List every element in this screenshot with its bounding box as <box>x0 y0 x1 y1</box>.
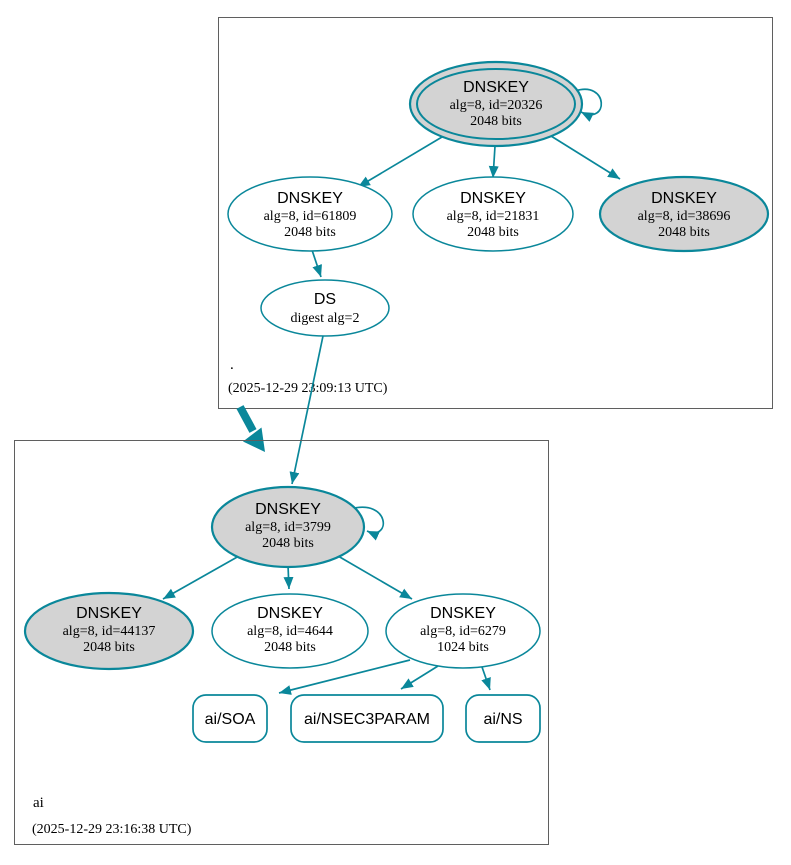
dnskey-20326-inner-ellipse <box>416 68 576 140</box>
edge-dnskey3799-to-dnskey6279 <box>337 555 413 600</box>
ai-nsec3param-box[interactable] <box>290 694 444 743</box>
zone-ai-border <box>14 440 549 845</box>
node-detail: alg=8, id=44137 <box>63 624 156 639</box>
edge-dnskey3799-self-loop <box>349 506 385 541</box>
zone-root-name: . <box>230 357 234 373</box>
node-label: DNSKEY <box>460 190 526 207</box>
node-detail: alg=8, id=21831 <box>447 209 540 224</box>
ai-ns-box[interactable] <box>465 694 541 743</box>
node-dnskey-6279[interactable]: DNSKEY alg=8, id=6279 1024 bits <box>385 593 541 669</box>
node-label: DNSKEY <box>255 501 321 518</box>
node-detail: 1024 bits <box>437 640 489 655</box>
node-detail: 2048 bits <box>262 536 314 551</box>
node-detail: 2048 bits <box>658 225 710 240</box>
node-label: DNSKEY <box>277 190 343 207</box>
node-detail: 2048 bits <box>467 225 519 240</box>
dnskey-61809-ellipse[interactable] <box>227 176 393 252</box>
node-label: DNSKEY <box>463 79 529 96</box>
edge-dnskey6279-to-soa <box>278 659 411 695</box>
node-dnskey-38696[interactable]: DNSKEY alg=8, id=38696 2048 bits <box>598 175 770 253</box>
node-detail: alg=8, id=3799 <box>245 520 331 535</box>
zone-root-timestamp: (2025-12-29 23:09:13 UTC) <box>228 381 388 396</box>
node-dnskey-20326[interactable]: DNSKEY alg=8, id=20326 2048 bits <box>408 60 584 148</box>
edge-ds-to-dnskey3799 <box>289 335 324 485</box>
node-detail: alg=8, id=20326 <box>450 98 543 113</box>
dnskey-21831-ellipse[interactable] <box>412 176 574 252</box>
delegation-arrow-head <box>243 427 265 452</box>
node-dnskey-61809[interactable]: DNSKEY alg=8, id=61809 2048 bits <box>227 176 393 252</box>
edge-dnskey20326-to-dnskey38696 <box>550 135 621 180</box>
edge-dnskey6279-to-ns <box>481 666 491 691</box>
node-label: DS <box>314 291 336 308</box>
node-detail: 2048 bits <box>284 225 336 240</box>
edge-delegation-root-to-ai <box>236 405 265 452</box>
edge-dnskey20326-to-dnskey61809 <box>357 136 443 188</box>
zone-ai-timestamp: (2025-12-29 23:16:38 UTC) <box>32 822 192 837</box>
dnskey-38696-ellipse[interactable] <box>598 175 770 253</box>
dnskey-6279-ellipse[interactable] <box>385 593 541 669</box>
ai-soa-box[interactable] <box>192 694 268 743</box>
rrset-label: ai/SOA <box>205 711 256 728</box>
node-label: DNSKEY <box>257 605 323 622</box>
node-label: DNSKEY <box>651 190 717 207</box>
dnskey-20326-outer-ellipse[interactable] <box>408 60 584 148</box>
edge-dnskey3799-to-dnskey4644 <box>283 564 294 590</box>
zone-root-border <box>218 17 773 409</box>
edge-dnskey20326-to-dnskey21831 <box>488 145 499 179</box>
rrset-label: ai/NS <box>483 711 522 728</box>
zone-ai-cluster: ai (2025-12-29 23:16:38 UTC) DNSKEY alg=… <box>14 440 549 845</box>
edge-dnskey6279-to-nsec3param <box>400 665 439 690</box>
edge-dnskey3799-to-dnskey44137 <box>162 555 240 600</box>
node-detail: alg=8, id=4644 <box>247 624 333 639</box>
dnskey-3799-ellipse[interactable] <box>210 485 366 569</box>
rrset-label: ai/NSEC3PARAM <box>304 711 430 728</box>
node-ds-root[interactable]: DS digest alg=2 <box>260 279 390 337</box>
edge-dnskey61809-to-ds <box>311 249 322 278</box>
ds-ellipse[interactable] <box>260 279 390 337</box>
node-rrset-ai-nsec3param[interactable]: ai/NSEC3PARAM <box>290 694 444 743</box>
node-rrset-ai-soa[interactable]: ai/SOA <box>192 694 268 743</box>
dnskey-44137-ellipse[interactable] <box>23 591 195 671</box>
node-detail: 2048 bits <box>470 114 522 129</box>
node-detail: 2048 bits <box>83 640 135 655</box>
node-detail: alg=8, id=38696 <box>638 209 731 224</box>
node-dnskey-21831[interactable]: DNSKEY alg=8, id=21831 2048 bits <box>412 176 574 252</box>
edge-dnskey20326-self-loop <box>574 88 603 122</box>
node-detail: digest alg=2 <box>291 311 360 326</box>
node-detail: alg=8, id=61809 <box>264 209 357 224</box>
zone-ai-name: ai <box>33 795 44 811</box>
node-dnskey-4644[interactable]: DNSKEY alg=8, id=4644 2048 bits <box>211 593 369 669</box>
node-label: DNSKEY <box>76 605 142 622</box>
delegation-arrow-shaft <box>236 405 257 433</box>
node-dnskey-44137[interactable]: DNSKEY alg=8, id=44137 2048 bits <box>23 591 195 671</box>
zone-root-cluster: . (2025-12-29 23:09:13 UTC) DNSKEY alg=8… <box>218 17 773 409</box>
node-detail: 2048 bits <box>264 640 316 655</box>
dnskey-4644-ellipse[interactable] <box>211 593 369 669</box>
node-label: DNSKEY <box>430 605 496 622</box>
node-rrset-ai-ns[interactable]: ai/NS <box>465 694 541 743</box>
node-detail: alg=8, id=6279 <box>420 624 506 639</box>
node-dnskey-3799[interactable]: DNSKEY alg=8, id=3799 2048 bits <box>210 485 366 569</box>
